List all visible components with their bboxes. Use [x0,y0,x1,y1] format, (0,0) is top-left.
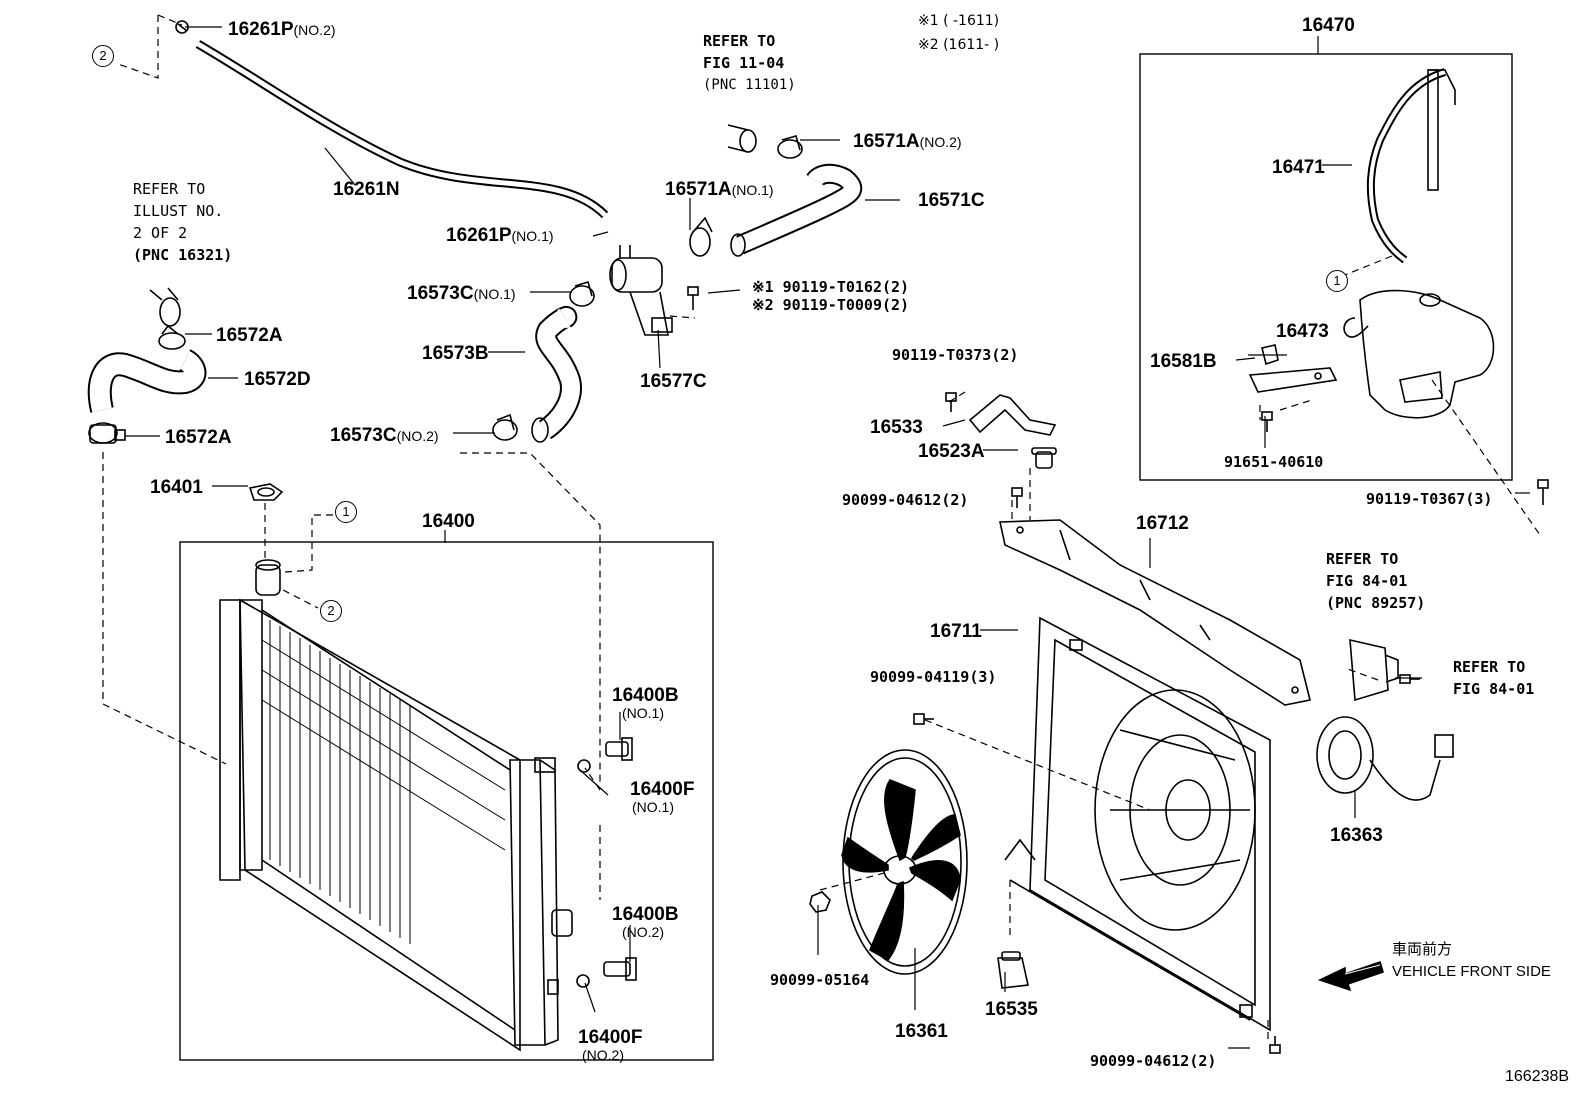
label-16577C: 16577C [640,371,707,392]
figure-id: 166238B [1505,1068,1570,1085]
hose-clamp-16572A [88,422,126,444]
label-16572D: 16572D [244,369,311,390]
clip-16581B [1261,344,1279,366]
label-16711: 16711 [930,621,982,642]
label-90099-04612-upper: 90099-04612(2) [842,491,969,509]
grommet-16523A [1031,447,1057,469]
label-90119-T0373: 90119-T0373(2) [892,346,1019,364]
fan-shroud-bracket-16712 [999,519,1311,706]
label-16471: 16471 [1272,157,1325,178]
label-90119-T0367: 90119-T0367(3) [1366,490,1493,508]
label-16712: 16712 [1136,513,1189,534]
label-16400B-no2: 16400B [612,904,679,925]
bolt-90099-04612a [1011,487,1023,508]
radiator-core-fins [261,620,506,944]
label-16573C-no1: 16573C(NO.1) [407,283,516,304]
note-1: ※1 ( -1611) [918,13,1000,29]
label-16571A-no1: 16571A(NO.1) [665,179,774,200]
label-90099-04612-lower: 90099-04612(2) [1090,1052,1217,1070]
label-16363: 16363 [1330,825,1383,846]
label-90099-05164: 90099-05164 [770,971,870,989]
label-16361: 16361 [895,1021,948,1042]
bolt-90099-04119 [913,713,934,725]
label-90119-T0009: ※2 90119-T0009(2) [752,296,910,314]
bracket-16533 [968,394,1057,436]
nut-90099-05164 [809,891,831,913]
label-16401: 16401 [150,477,203,498]
label-16571A-no2: 16571A(NO.2) [853,131,962,152]
cooling-fan-16361 [841,749,968,975]
bracket-16473 [1248,367,1338,393]
label-16400B-no1-sub: (NO.1) [622,705,664,721]
label-16261N: 16261N [333,179,400,200]
label-16400F-no1: 16400F [630,779,695,800]
drain-cock-16400B-1 [605,737,633,761]
bolt-90119 [687,286,699,310]
bolt-90099-04612b [1269,1036,1281,1054]
label-16400: 16400 [422,511,475,532]
label-16573C-no2: 16573C(NO.2) [330,425,439,446]
label-16470: 16470 [1302,15,1355,36]
label-90099-04119: 90099-04119(3) [870,668,997,686]
label-16533: 16533 [870,417,923,438]
radiator-cap-16401 [248,483,284,501]
label-16400B-no1: 16400B [612,685,679,706]
callout-1-radiator: 1 [335,501,357,523]
label-16572A-upper: 16572A [216,325,283,346]
label-16523A: 16523A [918,441,985,462]
note-2: ※2 (1611- ) [918,37,1000,53]
label-16400F-no2: 16400F [578,1027,643,1048]
label-16581B: 16581B [1150,351,1217,372]
dashed-connectors [102,14,1541,1040]
label-16400F-no2-sub: (NO.2) [582,1047,624,1063]
callout-1-reservoir: 1 [1326,270,1348,292]
label-16400F-no1-sub: (NO.1) [632,799,674,815]
drain-cock-16400B-2 [603,957,637,981]
label-16572A-lower: 16572A [165,427,232,448]
label-16571C: 16571C [918,190,985,211]
callout-2-radiator: 2 [320,600,342,622]
bolt-90119-T0367 [1537,479,1549,505]
reservoir-tank [1343,289,1495,419]
reservoir-box [1139,53,1513,481]
bolt-fig84 [1399,674,1420,684]
label-90119-T0162: ※1 90119-T0162(2) [752,278,910,296]
vehicle-front-arrow-icon [1317,960,1384,992]
label-16573B: 16573B [422,343,489,364]
label-16400B-no2-sub: (NO.2) [622,924,664,940]
fan-shroud-16711 [1004,616,1271,1032]
resistor-89257 [1349,638,1399,702]
label-91651-40610: 91651-40610 [1224,453,1324,471]
leader-lines [125,26,1530,1049]
water-outlet-housing [609,245,673,336]
radiator-assembly-16400 [179,541,714,1061]
label-16261P-no1: 16261P(NO.1) [446,225,554,246]
fan-motor-16363 [1316,716,1454,801]
bolt-90119-T0373 [945,392,957,412]
label-16535: 16535 [985,999,1038,1020]
clip-16535 [997,951,1029,989]
bolt-91651 [1261,411,1273,432]
label-16473: 16473 [1276,321,1329,342]
callout-2-top: 2 [92,45,114,67]
label-16261P-no2: 16261P(NO.2) [228,19,336,40]
